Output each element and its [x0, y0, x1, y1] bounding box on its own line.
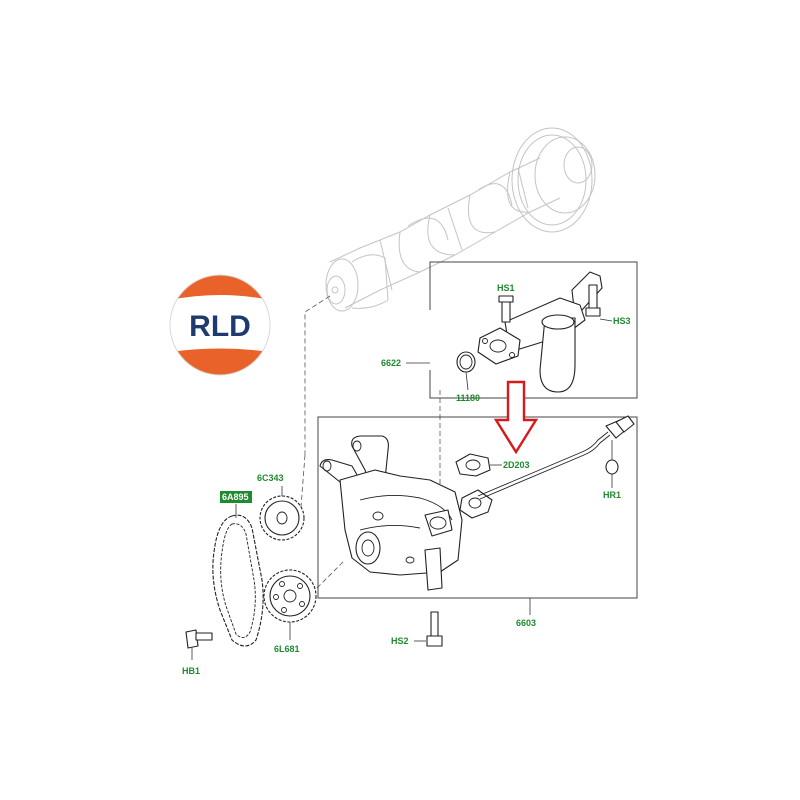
label-hr1: HR1: [603, 490, 621, 500]
label-11180: 11180: [456, 393, 480, 403]
red-highlight-arrow: [493, 380, 539, 455]
oil-pump-box: [317, 416, 638, 615]
bolt-hs3: [585, 284, 613, 322]
bolt-hs2: [414, 611, 443, 647]
label-hb1: HB1: [182, 666, 200, 676]
callout-labels: HS1 HS3 6622 11180 2D203 HR1 6C343 6A895…: [182, 283, 631, 676]
label-6c343: 6C343: [257, 473, 284, 483]
drive-chain-6a895: [212, 504, 264, 647]
label-hs3: HS3: [613, 316, 631, 326]
label-6a895-highlight: [220, 491, 252, 503]
label-hs1: HS1: [497, 283, 515, 293]
logo-band: [170, 295, 270, 352]
sensor-harness: [477, 415, 635, 500]
bolt-hb1: [185, 629, 213, 660]
label-6622: 6622: [381, 358, 401, 368]
oil-pickup-pipe: [477, 271, 603, 393]
logo-text: RLD: [189, 310, 251, 343]
bolt-hs1: [498, 295, 514, 323]
label-2d203: 2D203: [503, 460, 530, 470]
label-hs2: HS2: [391, 636, 409, 646]
gasket-2d203: [455, 453, 502, 477]
crankshaft-ghost: [325, 127, 596, 312]
oil-pump-body: [319, 435, 493, 591]
o-ring-11180: [456, 351, 476, 391]
label-6603: 6603: [516, 618, 536, 628]
sprocket-6l681: [263, 569, 317, 640]
label-6a895: 6A895: [222, 492, 249, 502]
rld-logo: RLD: [169, 274, 271, 376]
sprocket-6c343: [259, 486, 305, 541]
label-6l681: 6L681: [274, 644, 300, 654]
pickup-assembly-box: [406, 261, 638, 399]
plug-hr1: [605, 459, 619, 488]
